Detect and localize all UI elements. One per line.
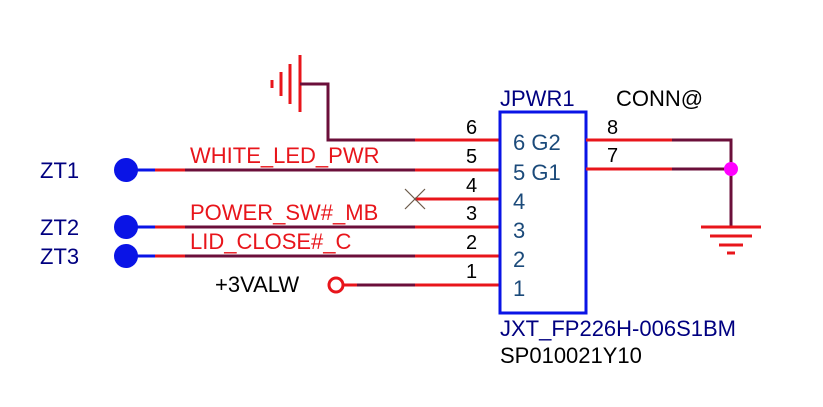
pin-number: 6 — [466, 117, 477, 139]
pin-number: 2 — [466, 232, 477, 254]
inner-pin-label: 3 — [513, 218, 525, 243]
net-label-lid-close-c[interactable]: LID_CLOSE#_C — [190, 229, 352, 254]
component-part-number: SP010021Y10 — [500, 343, 642, 368]
inner-pin-label: 6 G2 — [513, 130, 561, 155]
inner-pin-label: 2 — [513, 247, 525, 272]
connector-body[interactable] — [498, 110, 588, 315]
wire-pin6-ground — [300, 82, 415, 142]
component-attribute: CONN@ — [616, 86, 703, 111]
net-label-power-sw-mb[interactable]: POWER_SW#_MB — [190, 200, 378, 225]
pin-number: 3 — [466, 203, 477, 225]
pin-number: 1 — [466, 261, 477, 283]
net-label-white-led-pwr[interactable]: WHITE_LED_PWR — [190, 143, 379, 168]
test-point-zt2[interactable] — [114, 215, 138, 239]
no-connect-icon — [404, 188, 426, 210]
inner-pin-label: 1 — [513, 276, 525, 301]
pin-number: 4 — [466, 175, 477, 197]
wire-pin8-gnd — [672, 138, 733, 227]
test-point-zt3[interactable] — [114, 244, 138, 268]
test-point-zt1[interactable] — [114, 158, 138, 182]
component-part-name: JXT_FP226H-006S1BM — [500, 316, 736, 341]
power-port-icon — [327, 276, 345, 294]
chassis-ground-icon — [270, 55, 302, 112]
pin-number: 7 — [607, 145, 618, 167]
junction-dot — [724, 162, 738, 176]
test-point-label: ZT2 — [40, 215, 79, 240]
test-point-label: ZT1 — [40, 158, 79, 183]
power-label-3valw[interactable]: +3VALW — [215, 272, 299, 297]
test-point-label: ZT3 — [40, 244, 79, 269]
pin-number: 8 — [607, 117, 618, 139]
component-refdes[interactable]: JPWR1 — [500, 86, 575, 111]
inner-pin-label: 5 G1 — [513, 160, 561, 185]
pin-number: 5 — [466, 146, 477, 168]
inner-pin-label: 4 — [513, 189, 525, 214]
ground-icon — [701, 225, 761, 255]
